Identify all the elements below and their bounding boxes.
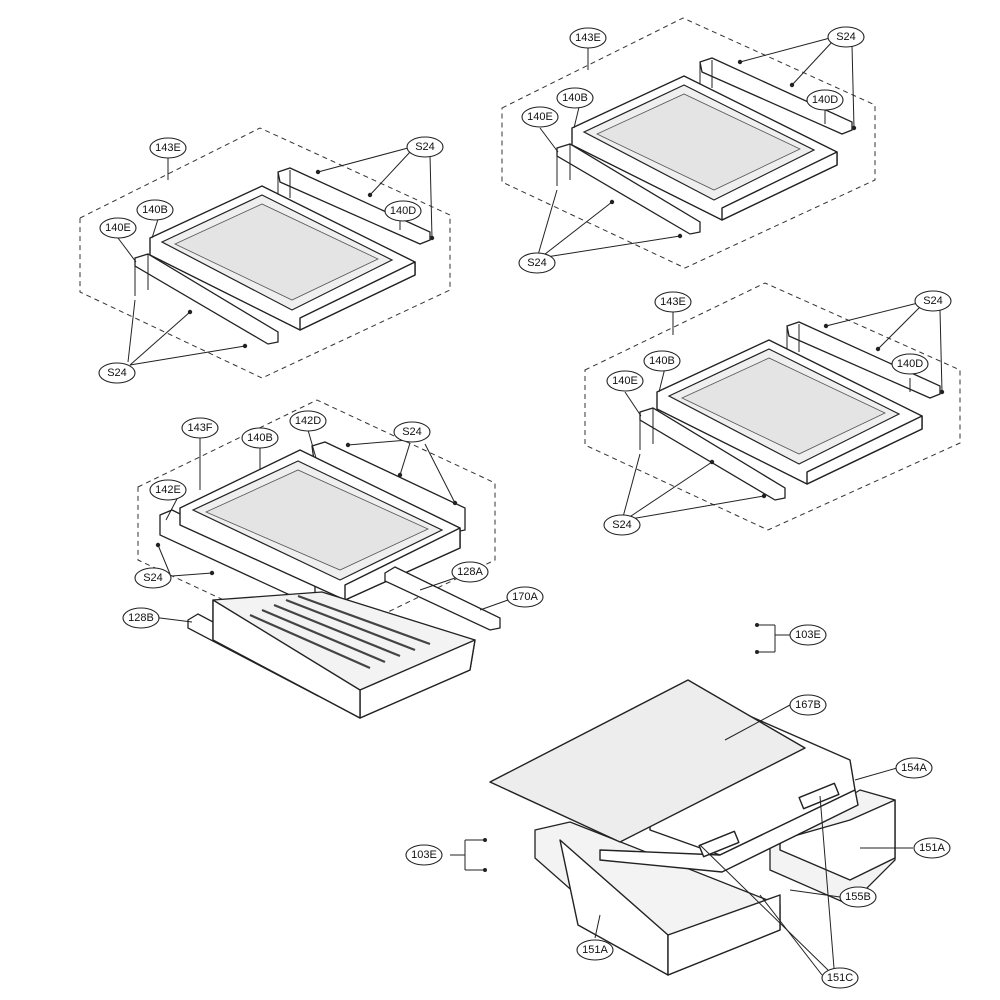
svg-text:S24: S24 [612,519,632,531]
callout-142E: 142E [149,479,187,501]
callout-170A: 170A [506,586,544,608]
callout-S24-d2: S24 [134,567,172,589]
callout-154A: 154A [895,757,933,779]
shelf-drawer-assembly [137,399,509,719]
callout-140E-a: 140E [99,217,137,239]
callout-140E-c: 140E [606,370,644,392]
shelf-assembly-middle-right [584,282,961,531]
callout-142D: 142D [289,410,327,432]
callout-S24-a1: S24 [406,136,444,158]
svg-text:140B: 140B [247,432,273,444]
svg-text:S24: S24 [415,141,435,153]
svg-text:140E: 140E [105,222,131,234]
svg-text:151A: 151A [582,944,608,956]
callout-S24-d1: S24 [393,421,431,443]
callout-128A: 128A [451,561,489,583]
svg-text:151A: 151A [919,842,945,854]
svg-text:S24: S24 [107,367,127,379]
callout-151A-a: 151A [913,837,951,859]
callout-140B-b: 140B [556,87,594,109]
callout-143E-b: 143E [569,27,607,49]
svg-text:S24: S24 [923,295,943,307]
callout-140D-c: 140D [891,353,929,375]
svg-text:143E: 143E [660,296,686,308]
crisper-cover-bins-assembly [450,623,913,976]
callout-103E-b: 103E [405,844,443,866]
callout-143E-a: 143E [149,137,187,159]
svg-text:143E: 143E [575,32,601,44]
callout-S24-b1: S24 [827,26,865,48]
callout-143F: 143F [181,417,219,439]
callout-140B-d: 140B [241,427,279,449]
svg-text:142E: 142E [155,484,181,496]
callout-128B: 128B [122,607,160,629]
callout-140B-c: 140B [643,350,681,372]
svg-text:S24: S24 [143,572,163,584]
svg-text:140D: 140D [390,205,416,217]
svg-text:140D: 140D [812,94,838,106]
svg-text:S24: S24 [402,426,422,438]
callout-167B: 167B [789,694,827,716]
callout-143E-c: 143E [654,291,692,313]
callout-140B-a: 140B [136,199,174,221]
svg-text:167B: 167B [795,699,821,711]
callout-S24-c2: S24 [603,514,641,536]
callout-155B: 155B [839,886,877,908]
svg-text:143F: 143F [187,422,212,434]
svg-text:103E: 103E [795,629,821,641]
svg-text:143E: 143E [155,142,181,154]
svg-text:170A: 170A [512,591,538,603]
svg-text:140D: 140D [897,358,923,370]
callout-S24-b2: S24 [518,252,556,274]
svg-text:128A: 128A [457,566,483,578]
svg-text:140B: 140B [562,92,588,104]
svg-text:140E: 140E [527,111,553,123]
shelf-assembly-upper-right [501,17,876,269]
callout-140D-a: 140D [384,200,422,222]
svg-text:103E: 103E [411,849,437,861]
callout-103E-a: 103E [789,624,827,646]
callout-S24-c1: S24 [914,290,952,312]
callout-140D-b: 140D [806,89,844,111]
callout-151A-b: 151A [576,939,614,961]
svg-text:140B: 140B [142,204,168,216]
svg-text:140B: 140B [649,355,675,367]
svg-text:151C: 151C [827,972,853,984]
callout-S24-a2: S24 [98,362,136,384]
shelf-assembly-upper-left [79,127,451,379]
svg-text:142D: 142D [295,415,321,427]
svg-text:140E: 140E [612,375,638,387]
svg-text:S24: S24 [836,31,856,43]
callout-151C: 151C [821,967,859,989]
svg-text:128B: 128B [128,612,154,624]
svg-text:154A: 154A [901,762,927,774]
svg-text:155B: 155B [845,891,871,903]
callout-140E-b: 140E [521,106,559,128]
svg-text:S24: S24 [527,257,547,269]
